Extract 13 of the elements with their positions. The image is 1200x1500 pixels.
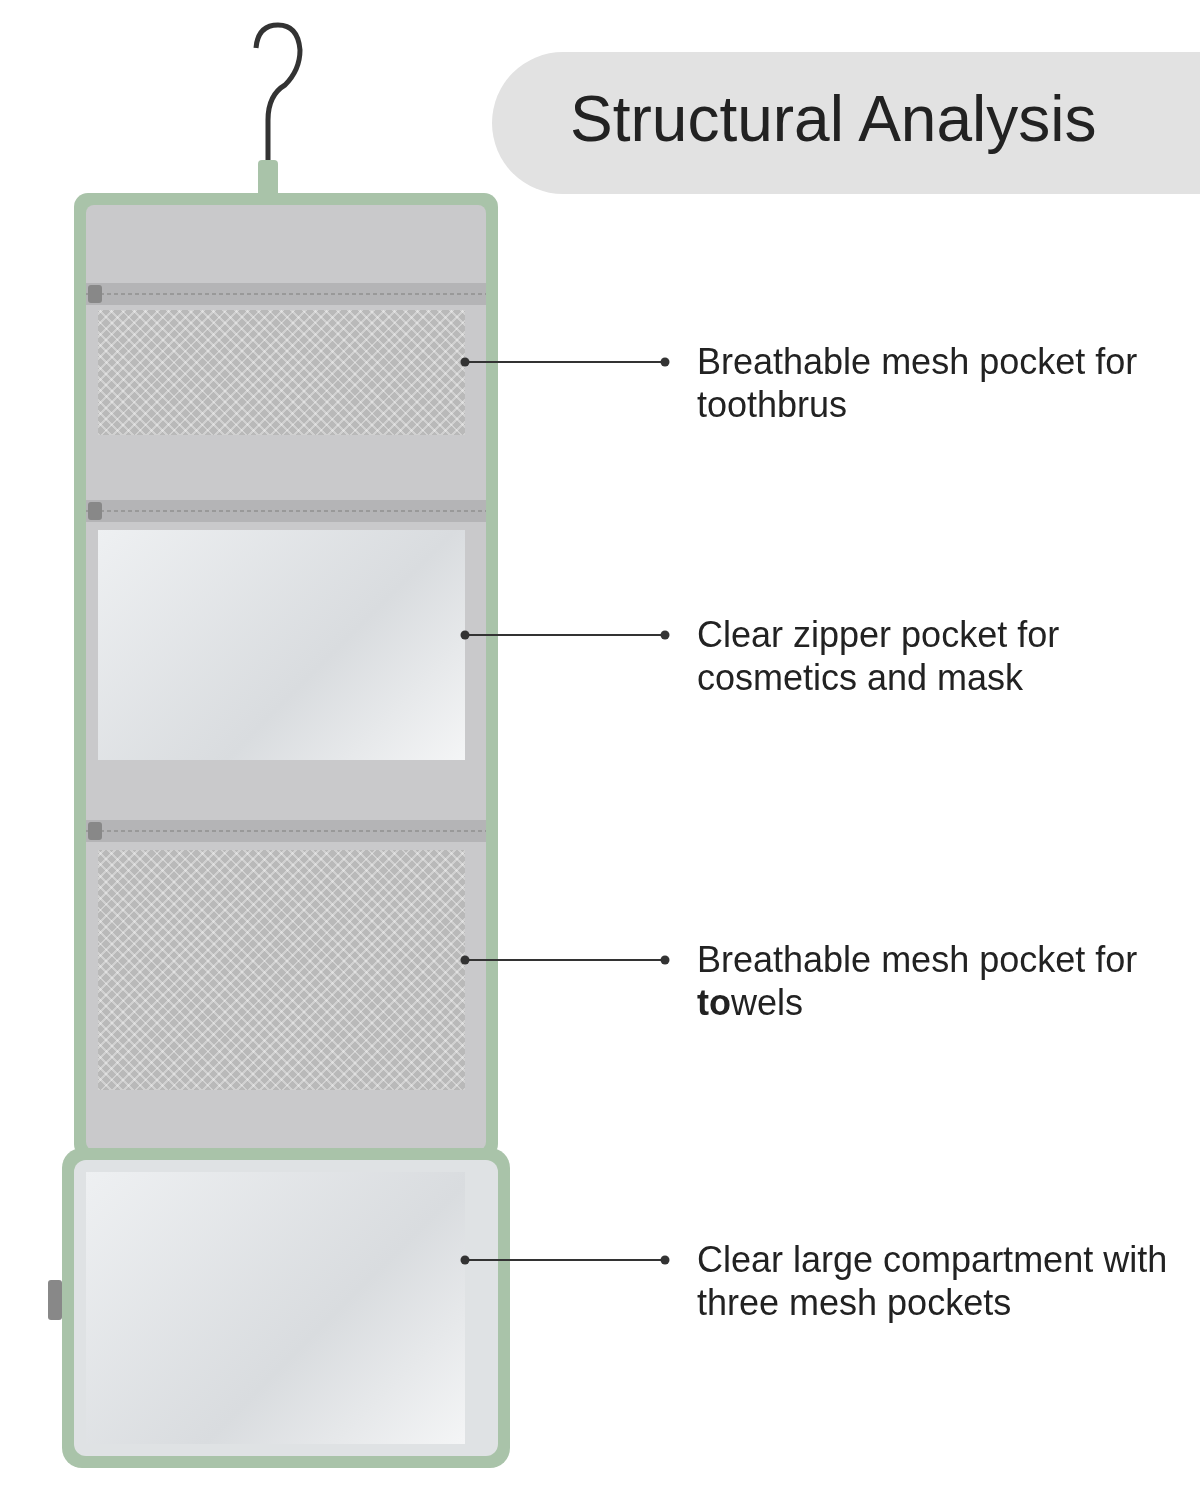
title: Structural Analysis bbox=[570, 82, 1097, 156]
clear-pocket bbox=[98, 530, 465, 760]
callout-text: Breathable mesh pocket for toothbrus bbox=[660, 340, 1200, 426]
leader-line bbox=[460, 1255, 670, 1265]
leader-line bbox=[460, 630, 670, 640]
clear-compartment bbox=[86, 1172, 465, 1444]
leader-line bbox=[460, 955, 670, 965]
mesh-pocket bbox=[98, 850, 465, 1090]
mesh-pocket bbox=[98, 310, 465, 435]
callout-text: Breathable mesh pocket for towels bbox=[660, 938, 1200, 1024]
callout-text: Clear zipper pocket for cosmetics and mask bbox=[660, 613, 1200, 699]
callout-text: Clear large compartment with three mesh pockets bbox=[660, 1238, 1200, 1324]
leader-line bbox=[460, 357, 670, 367]
